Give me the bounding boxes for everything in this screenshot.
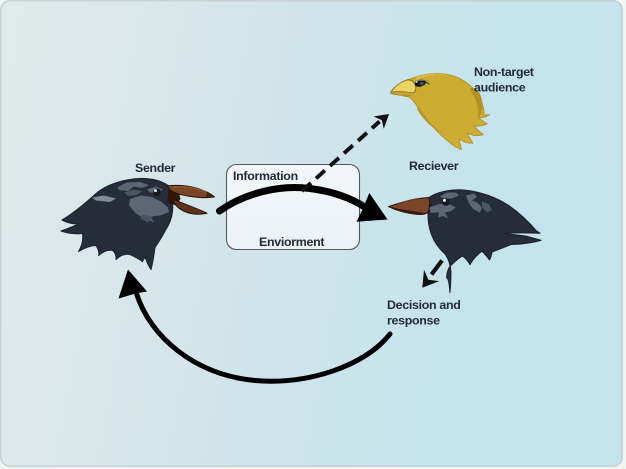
svg-text:response: response (387, 314, 440, 328)
svg-text:audience: audience (474, 81, 526, 95)
svg-text:Decision and: Decision and (387, 298, 461, 312)
svg-text:Reciever: Reciever (409, 159, 459, 173)
svg-text:Non-target: Non-target (474, 65, 534, 79)
svg-text:Sender: Sender (135, 161, 176, 175)
svg-text:Enviorment: Enviorment (259, 235, 324, 249)
svg-text:Information: Information (233, 169, 298, 183)
